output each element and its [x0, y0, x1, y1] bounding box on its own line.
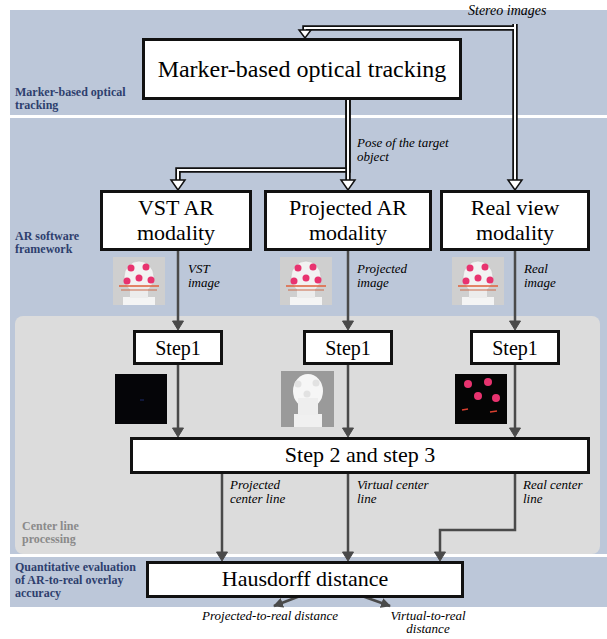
projected-thumbnail — [280, 257, 332, 305]
modality-box: Projected AR modality — [264, 190, 432, 251]
output-label: Projected-to-real distance — [200, 609, 340, 622]
connector — [343, 365, 354, 437]
arrowhead — [217, 552, 228, 561]
connector — [510, 251, 521, 330]
edge-label: Projected image — [357, 262, 425, 289]
box-label: Step1 — [492, 337, 538, 359]
arrowhead — [510, 321, 521, 330]
input-label: Stereo images — [468, 4, 600, 18]
connector — [343, 251, 354, 330]
edge-label: Pose of the target object — [357, 136, 452, 163]
tracking-band: Marker-based optical trackingMarker-base… — [10, 10, 607, 115]
process-box: Hausdorff distance — [146, 561, 464, 598]
framework-band: AR software frameworkVST AR modalityProj… — [10, 118, 607, 310]
arrowhead — [173, 321, 184, 330]
arrowhead — [343, 552, 354, 561]
real-step1-output — [455, 374, 507, 424]
edge-label: Real center line — [523, 478, 603, 505]
connector — [173, 365, 184, 437]
connector-line — [440, 474, 515, 552]
edge-label: VST image — [188, 262, 243, 289]
connector — [343, 474, 354, 561]
connector — [171, 100, 348, 190]
evaluation-band: Quantitative evaluation of AR-to-real ov… — [10, 557, 607, 607]
box-label: Real view modality — [449, 196, 581, 244]
step-box: Step1 — [133, 330, 223, 365]
projected-step1-output — [281, 371, 334, 427]
connector-line — [345, 100, 351, 180]
output-label: Virtual-to-real distance — [372, 609, 484, 635]
step-box: Step1 — [470, 330, 560, 365]
connector-line — [178, 100, 348, 180]
connector — [173, 251, 184, 330]
box-label: Marker-based optical tracking — [158, 56, 447, 82]
arrowhead — [343, 321, 354, 330]
connector-line — [347, 474, 350, 552]
connector-line — [221, 474, 224, 552]
box-label: Projected AR modality — [273, 196, 423, 244]
band-label: Marker-based optical tracking — [15, 86, 137, 112]
connector — [435, 474, 516, 561]
edge-label: Projected center line — [230, 478, 312, 505]
arrowhead — [173, 428, 184, 437]
arrowhead — [435, 552, 446, 561]
process-box: Marker-based optical tracking — [142, 38, 462, 100]
connector-line — [347, 251, 350, 321]
arrowhead — [171, 180, 185, 190]
band-ground — [10, 557, 607, 607]
box-label: VST AR modality — [109, 196, 243, 244]
connector-line — [178, 100, 348, 180]
connector-line — [177, 251, 180, 321]
box-label: Step1 — [155, 337, 201, 359]
vst-thumbnail — [113, 257, 165, 305]
arrowhead — [510, 428, 521, 437]
band-label: Quantitative evaluation of AR-to-real ov… — [15, 561, 141, 601]
box-label: Step1 — [325, 337, 371, 359]
box-label: Step 2 and step 3 — [285, 443, 435, 467]
band-label: AR software framework — [15, 230, 125, 256]
connector-line — [514, 365, 517, 428]
connector — [341, 100, 355, 190]
arrowhead — [341, 180, 355, 190]
connector — [217, 474, 228, 561]
band-ground — [10, 118, 607, 554]
real-thumbnail — [452, 257, 504, 305]
step-box: Step 2 and step 3 — [130, 437, 590, 474]
edge-label: Virtual center line — [357, 478, 437, 505]
panel-ground — [15, 316, 600, 554]
processing-panel: Center line processing Step1 Step1 Step1Ste… — [15, 316, 600, 554]
edge-label: Real image — [524, 262, 579, 289]
connector-line — [347, 100, 349, 180]
band-label: Center line processing — [22, 520, 132, 546]
connector-line — [177, 365, 180, 428]
step-box: Step1 — [303, 330, 393, 365]
connector-line — [347, 365, 350, 428]
connector — [510, 365, 521, 437]
modality-box: VST AR modality — [100, 190, 252, 251]
vst-step1-output — [115, 374, 167, 424]
connector-line — [514, 251, 517, 321]
box-label: Hausdorff distance — [222, 567, 388, 591]
arrowhead — [343, 428, 354, 437]
modality-box: Real view modality — [440, 190, 590, 251]
